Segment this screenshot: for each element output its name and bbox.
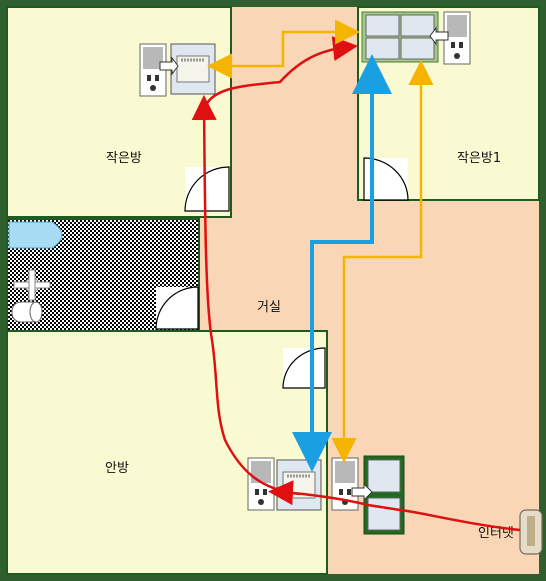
red-cable-route: [268, 480, 521, 532]
label-internet: 인터넷: [478, 526, 514, 541]
small-room-jack: [159, 43, 216, 95]
master-room-area: [6, 330, 328, 575]
bathtub-icon: [8, 221, 63, 249]
blue-cable-route: [292, 54, 392, 472]
door-small-room: [184, 166, 230, 212]
label-small-room-1: 작은방1: [457, 151, 501, 166]
red-cable-route-2: [191, 95, 301, 496]
orange-cable-route-top: [207, 19, 360, 79]
label-living-room: 거실: [257, 300, 281, 315]
small-room-1-hub: [361, 11, 439, 63]
label-small-room: 작은방: [106, 151, 142, 166]
toilet-icon: [11, 301, 43, 323]
master-room-outlet: [247, 457, 275, 511]
master-room-jack: [276, 459, 322, 511]
door-bathroom: [155, 286, 199, 330]
internet-connector-icon: [519, 509, 543, 555]
small-room-1-outlet: [429, 11, 471, 65]
door-master-room: [282, 347, 326, 389]
faucet-icon: [13, 269, 51, 301]
label-master-room: 안방: [105, 461, 129, 476]
